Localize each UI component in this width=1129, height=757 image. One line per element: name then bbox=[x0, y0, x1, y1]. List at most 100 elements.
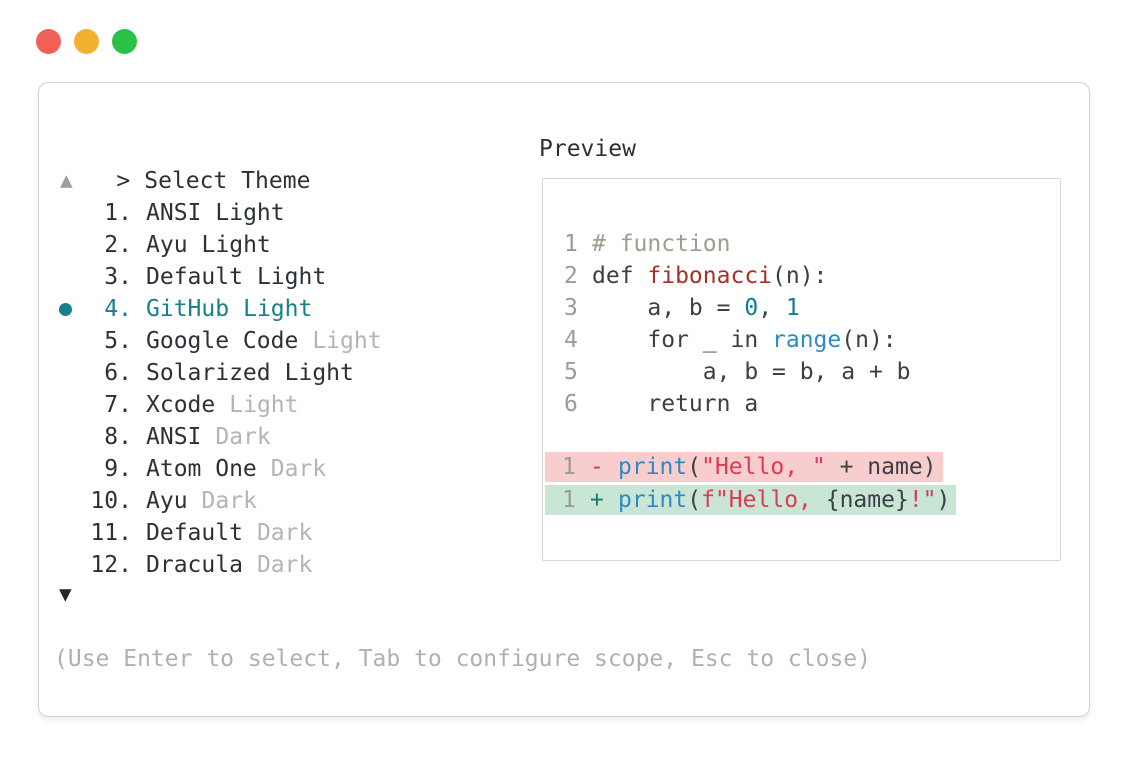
theme-name: Xcode bbox=[146, 392, 216, 418]
theme-variant: Light bbox=[312, 328, 382, 354]
theme-variant: Light bbox=[229, 392, 299, 418]
window-controls bbox=[36, 29, 137, 54]
code-token: for _ in bbox=[592, 327, 773, 353]
theme-variant: Dark bbox=[256, 520, 313, 546]
theme-name: Dracula bbox=[146, 552, 243, 578]
code-token: print bbox=[618, 454, 688, 480]
theme-number: 9. bbox=[104, 456, 132, 482]
diff-lines: 1-print("Hello, " + name)1+print(f"Hello… bbox=[543, 452, 1060, 515]
code-token: ( bbox=[687, 454, 702, 480]
theme-list-item[interactable]: 2. Ayu Light bbox=[59, 229, 382, 261]
code-token: return a bbox=[592, 391, 759, 417]
code-token: (n): bbox=[841, 327, 897, 353]
diff-marker-icon: - bbox=[590, 454, 604, 480]
theme-variant: Dark bbox=[256, 552, 313, 578]
code-token: ( bbox=[687, 487, 702, 513]
theme-number: 2. bbox=[104, 232, 132, 258]
code-token: a, b = b, a + b bbox=[592, 359, 911, 385]
theme-list-item[interactable]: 8. ANSI Dark bbox=[59, 421, 382, 453]
code-token: "Hello, " bbox=[701, 454, 826, 480]
code-text: return a bbox=[592, 391, 758, 417]
blank-line bbox=[543, 420, 1060, 452]
scroll-up-icon[interactable]: ▲ bbox=[60, 168, 73, 192]
theme-name: Solarized bbox=[146, 360, 271, 386]
code-line: 1# function bbox=[543, 228, 1060, 260]
code-line: 4 for _ in range(n): bbox=[543, 324, 1060, 356]
theme-list-item[interactable]: 7. Xcode Light bbox=[59, 389, 382, 421]
theme-name: Ayu bbox=[146, 232, 188, 258]
theme-name: GitHub bbox=[146, 296, 230, 322]
theme-name: Ayu bbox=[146, 488, 188, 514]
close-button[interactable] bbox=[36, 29, 61, 54]
zoom-button[interactable] bbox=[112, 29, 137, 54]
line-number: 1 bbox=[562, 487, 576, 513]
code-token: !" bbox=[908, 487, 937, 513]
code-text: def fibonacci(n): bbox=[592, 263, 827, 289]
diff-line-added: 1 + print(f"Hello, {name}!") bbox=[545, 485, 957, 515]
theme-number: 10. bbox=[90, 488, 132, 514]
code-token: 1 bbox=[785, 295, 800, 321]
code-token: def bbox=[592, 263, 648, 289]
preview-title: Preview bbox=[539, 136, 636, 162]
theme-list-item[interactable]: 4. GitHub Light bbox=[59, 293, 382, 325]
theme-variant: Light bbox=[201, 232, 271, 258]
code-token: range bbox=[772, 327, 842, 353]
code-token: (n): bbox=[772, 263, 828, 289]
theme-number: 6. bbox=[104, 360, 132, 386]
code-text: print(f"Hello, {name}!") bbox=[618, 487, 950, 513]
code-token: fibonacci bbox=[647, 263, 773, 289]
code-line: 5 a, b = b, a + b bbox=[543, 356, 1060, 388]
code-token: f"Hello, bbox=[701, 487, 826, 513]
theme-variant: Dark bbox=[270, 456, 327, 482]
theme-list-item[interactable]: 12. Dracula Dark bbox=[59, 549, 382, 581]
code-text: print("Hello, " + name) bbox=[618, 454, 937, 480]
theme-list-item[interactable]: 6. Solarized Light bbox=[59, 357, 382, 389]
theme-variant: Light bbox=[284, 360, 354, 386]
line-number: 2 bbox=[564, 263, 578, 289]
diff-marker-icon: + bbox=[590, 487, 604, 513]
theme-number: 4. bbox=[104, 296, 132, 322]
scroll-down-icon[interactable]: ▼ bbox=[59, 582, 72, 606]
line-number: 5 bbox=[564, 359, 578, 385]
code-token: {name} bbox=[825, 487, 909, 513]
theme-number: 12. bbox=[90, 552, 132, 578]
line-number: 4 bbox=[564, 327, 578, 353]
theme-number: 8. bbox=[104, 424, 132, 450]
diff-line-removed: 1-print("Hello, " + name) bbox=[545, 452, 943, 482]
code-text: a, b = b, a + b bbox=[592, 359, 911, 385]
theme-variant: Light bbox=[215, 200, 285, 226]
prompt-marker: > bbox=[116, 168, 131, 194]
theme-number: 1. bbox=[104, 200, 132, 226]
footer-hint: (Use Enter to select, Tab to configure s… bbox=[54, 646, 871, 672]
theme-list-item[interactable]: 1. ANSI Light bbox=[59, 197, 382, 229]
theme-number: 7. bbox=[104, 392, 132, 418]
selection-bullet-icon bbox=[59, 302, 89, 316]
minimize-button[interactable] bbox=[74, 29, 99, 54]
prompt-row: > Select Theme bbox=[61, 133, 310, 194]
theme-variant: Light bbox=[243, 296, 313, 322]
code-line: 6 return a bbox=[543, 388, 1060, 420]
line-number: 1 bbox=[562, 454, 576, 480]
theme-number: 11. bbox=[90, 520, 132, 546]
panel-title: Select Theme bbox=[144, 168, 311, 194]
theme-name: ANSI bbox=[146, 200, 202, 226]
theme-list-item[interactable]: 11. Default Dark bbox=[59, 517, 382, 549]
theme-name: ANSI bbox=[146, 424, 202, 450]
code-line: 3 a, b = 0, 1 bbox=[543, 292, 1060, 324]
theme-variant: Dark bbox=[215, 424, 271, 450]
code-token: a, b = bbox=[592, 295, 745, 321]
code-token: # function bbox=[592, 231, 731, 257]
theme-name: Default bbox=[146, 264, 243, 290]
code-token: , bbox=[758, 295, 786, 321]
code-text: a, b = 0, 1 bbox=[592, 295, 800, 321]
code-token: print bbox=[618, 487, 688, 513]
theme-name: Default bbox=[146, 520, 243, 546]
